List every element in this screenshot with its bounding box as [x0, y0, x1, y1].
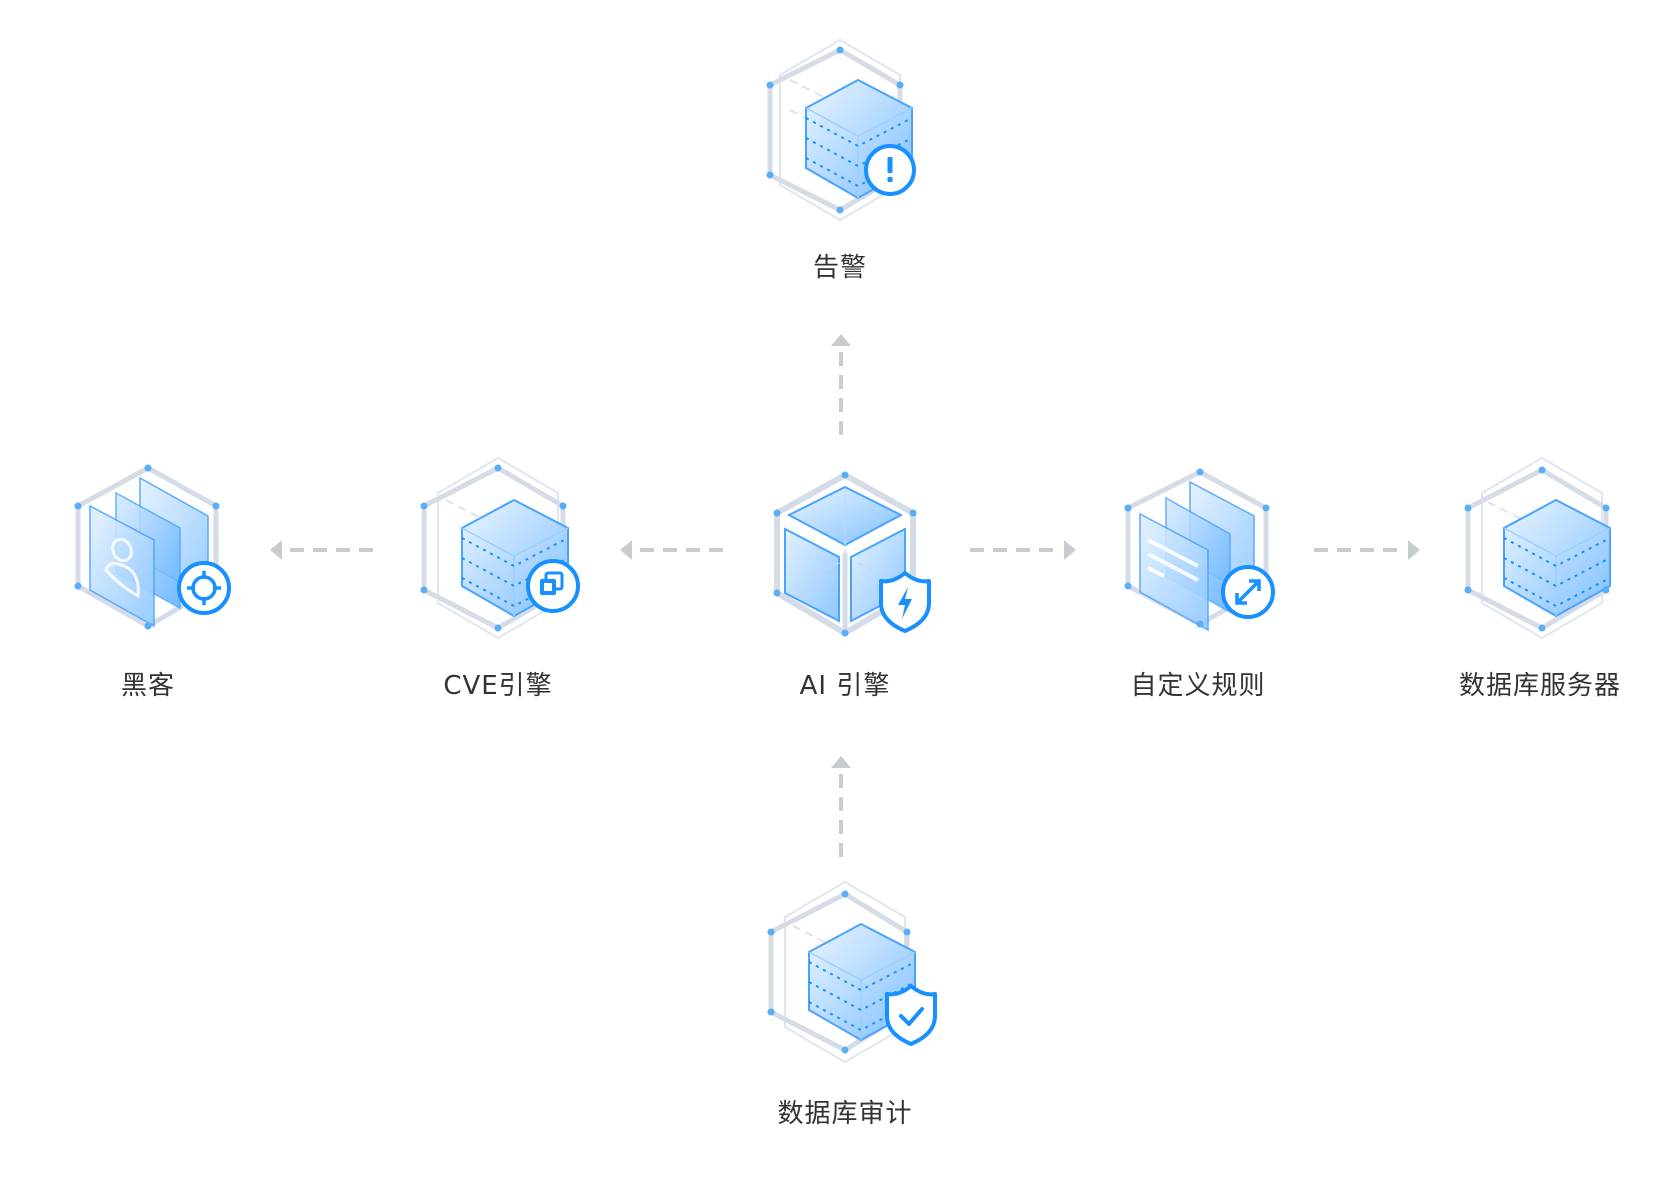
- node-label: 数据库服务器: [1458, 671, 1621, 701]
- arrow-audit-to-ai: [831, 756, 851, 858]
- arrow-ai-to-alert: [831, 334, 851, 436]
- open-cube-icon: [773, 471, 931, 637]
- node-ai-engine[interactable]: AI 引擎: [735, 465, 955, 745]
- node-label: AI 引擎: [799, 671, 891, 701]
- crosshair-target-icon: [177, 561, 231, 615]
- node-label: CVE引擎: [443, 671, 553, 701]
- arrow-ai-to-rules: [970, 540, 1076, 560]
- node-hacker[interactable]: 黑客: [38, 458, 258, 738]
- shield-lightning-icon: [879, 571, 931, 633]
- node-label: 自定义规则: [1130, 671, 1266, 701]
- arrow-cve-to-hacker: [270, 540, 374, 560]
- arrow-rules-to-server: [1314, 540, 1420, 560]
- exclamation-icon: [864, 144, 916, 196]
- shield-check-icon: [885, 984, 937, 1046]
- user-icon: [104, 537, 140, 599]
- node-cve-engine[interactable]: CVE引擎: [388, 456, 608, 738]
- database-cube-icon: [1464, 456, 1611, 640]
- node-label: 告警: [812, 253, 867, 283]
- arrow-ai-to-cve: [620, 540, 724, 560]
- copy-squares-icon: [526, 559, 580, 613]
- database-cube-alert-icon: [766, 38, 916, 222]
- user-panels-icon: [74, 464, 231, 630]
- expand-arrows-icon: [1221, 565, 1275, 619]
- database-cube-icon: [420, 456, 580, 640]
- database-cube-icon: [767, 880, 937, 1064]
- node-db-server[interactable]: 数据库服务器: [1430, 456, 1650, 738]
- node-label: 黑客: [120, 671, 175, 701]
- node-label: 数据库审计: [777, 1099, 913, 1129]
- text-lines-icon: [1147, 538, 1199, 582]
- node-custom-rules[interactable]: 自定义规则: [1088, 458, 1308, 738]
- document-panels-icon: [1124, 468, 1275, 632]
- node-alert[interactable]: 告警: [730, 38, 950, 320]
- node-db-audit[interactable]: 数据库审计: [735, 880, 955, 1162]
